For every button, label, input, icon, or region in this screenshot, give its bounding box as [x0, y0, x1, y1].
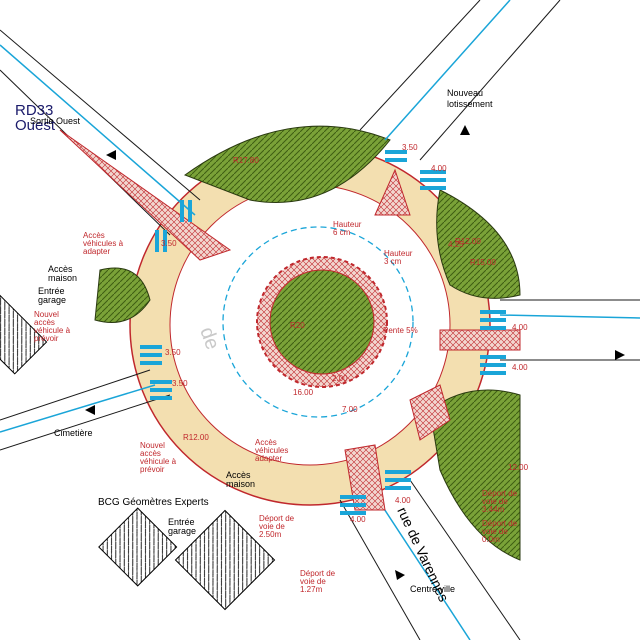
dim-r12-right: R12.00	[455, 237, 481, 246]
centre-ville: Centre ville	[410, 584, 455, 594]
road-subtitle: Ouest	[15, 117, 56, 134]
road-subtitle-overlay: Sortie Ouest	[30, 116, 81, 126]
green-island-right	[436, 189, 521, 299]
cimetiere: Cimetière	[54, 428, 93, 438]
dim-350-left2: 3.50	[165, 348, 181, 357]
dim-1600: 16.00	[293, 388, 314, 397]
dim-350-left3: 3.50	[172, 379, 188, 388]
dim-400-top: 4.00	[431, 164, 447, 173]
dim-400-right1: 4.00	[512, 323, 528, 332]
building-left	[0, 284, 48, 375]
dim-400-bottom1: 4.00	[395, 496, 411, 505]
green-island-top	[183, 125, 391, 203]
building-bottom-left	[98, 507, 178, 587]
dim-400-right2: 4.00	[512, 363, 528, 372]
splitter-left	[59, 129, 232, 261]
direction-arrows	[85, 125, 625, 580]
dim-400-bottom2: 4.00	[350, 515, 366, 524]
splitter-top	[374, 168, 411, 216]
dim-r17: R17.80	[233, 156, 259, 165]
dim-700: 7.00	[342, 405, 358, 414]
dim-r15: R15.00	[470, 258, 496, 267]
pente: Pente 5%	[383, 326, 418, 335]
dim-350-top: 3.50	[402, 143, 418, 152]
green-island-left	[94, 267, 151, 323]
central-island	[269, 269, 375, 375]
splitter-bottom-right	[409, 384, 451, 441]
splitter-right	[439, 329, 521, 351]
building-bottom-center	[174, 509, 276, 611]
pedestrian-crossings	[140, 150, 506, 515]
geometres: BCG Géomètres Experts	[98, 497, 209, 508]
road-name: RD33	[15, 102, 53, 119]
dim-425: 4.25	[448, 240, 464, 249]
dim-200: 2.00	[332, 374, 348, 383]
dim-1200-right: 12.00	[508, 463, 529, 472]
splitter-bottom	[344, 444, 386, 511]
green-island-bottom-right	[429, 389, 521, 561]
dim-r20: R20	[290, 321, 305, 330]
dim-r12: R12.00	[183, 433, 209, 442]
dim-350-left: 3.50	[161, 239, 177, 248]
ring-dashed-cyan	[222, 226, 414, 418]
